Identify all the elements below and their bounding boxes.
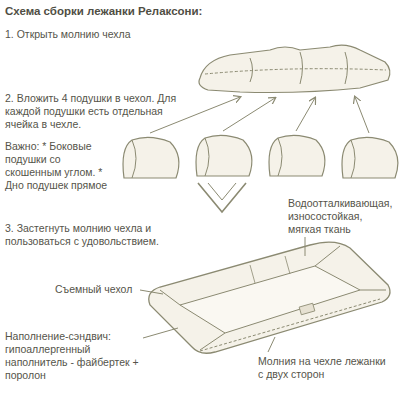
open-cover [250,52,348,84]
leader-line [305,237,306,256]
pillow [342,137,398,178]
pillow [123,135,398,178]
insert-arrow [223,98,275,131]
assembled-bed [149,242,390,353]
assembled-bed [160,246,386,350]
callout-text: Молния на чехле лежанки с двух сторон [258,355,390,381]
pillow [123,137,179,178]
callout-text: Водоотталкивающая, износостойкая, мягкая… [288,197,396,236]
note-text: Важно: * Боковые подушки со скошенным уг… [5,140,115,192]
pillow [196,135,252,176]
assembled-bed [180,266,360,333]
down-chevron [198,183,246,212]
open-cover [199,45,390,92]
down-chevron [208,183,236,200]
leader-line [140,237,305,352]
assembled-bed [200,299,380,351]
step-text: 1. Открыть молнию чехла [5,28,195,41]
assembled-bed [149,242,390,353]
diagram-title: Схема сборки лежанки Релаксони: [5,5,395,18]
callout-text: Съемный чехол [55,283,139,296]
step-text: 2. Вложить 4 подушки в чехол. Для каждой… [5,92,183,131]
step-text: 3. Застегнуть молнию чехла и пользоватьс… [5,222,183,248]
insert-arrow [296,98,315,131]
open-cover [199,45,390,92]
leader-line [140,290,163,294]
down-chevron [198,183,246,212]
assembled-bed [250,256,290,283]
pillow [269,135,325,176]
assembled-bed [299,303,315,315]
open-cover [205,69,386,74]
leader-line [268,337,275,352]
insert-arrow [355,97,369,133]
insert-arrow [150,97,369,133]
callout-text: Наполнение-сэндвич: гипоаллергенный напо… [5,330,141,382]
leader-line [143,328,178,338]
